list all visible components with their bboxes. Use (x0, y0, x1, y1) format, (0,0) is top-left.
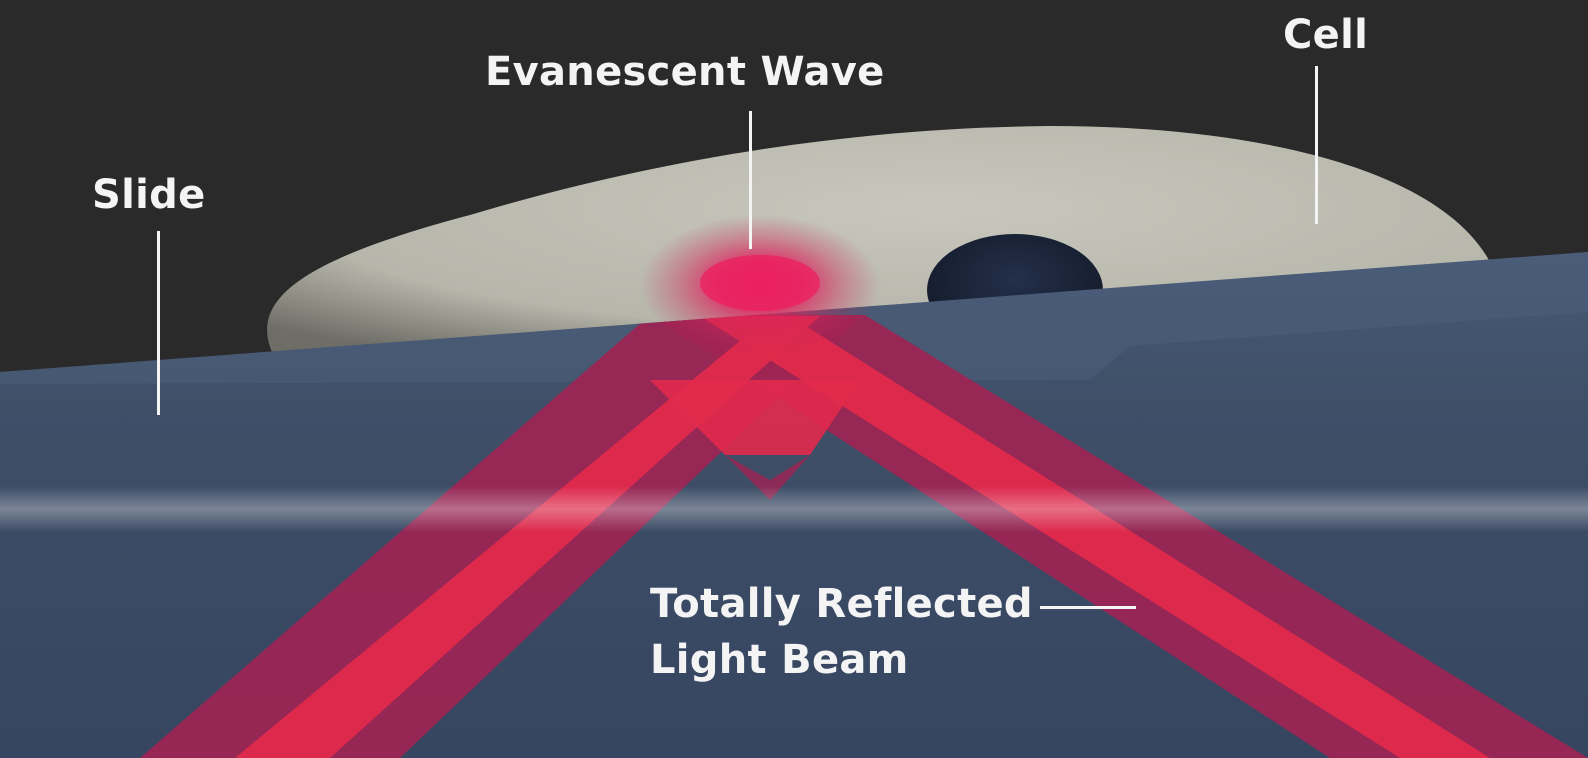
reflected-beam-inner (700, 316, 1490, 758)
reflected-beam-label-line-2: Light Beam (650, 637, 909, 683)
evanescent-wave-label: Evanescent Wave (485, 49, 885, 95)
evanescent-glow-core (700, 255, 820, 311)
cell-label: Cell (1283, 12, 1369, 58)
slide-leader-line (157, 231, 160, 415)
slide-light-band (0, 486, 1588, 532)
incident-beam-inner (235, 316, 820, 758)
slide-label: Slide (92, 172, 206, 218)
beam-overlap (650, 380, 860, 455)
evanescent-wave-leader-line (749, 111, 752, 249)
reflected-beam-label-line-1: Totally Reflected (650, 581, 1033, 627)
cell-leader-line (1315, 66, 1318, 224)
reflected-beam-leader-line (1040, 606, 1136, 609)
